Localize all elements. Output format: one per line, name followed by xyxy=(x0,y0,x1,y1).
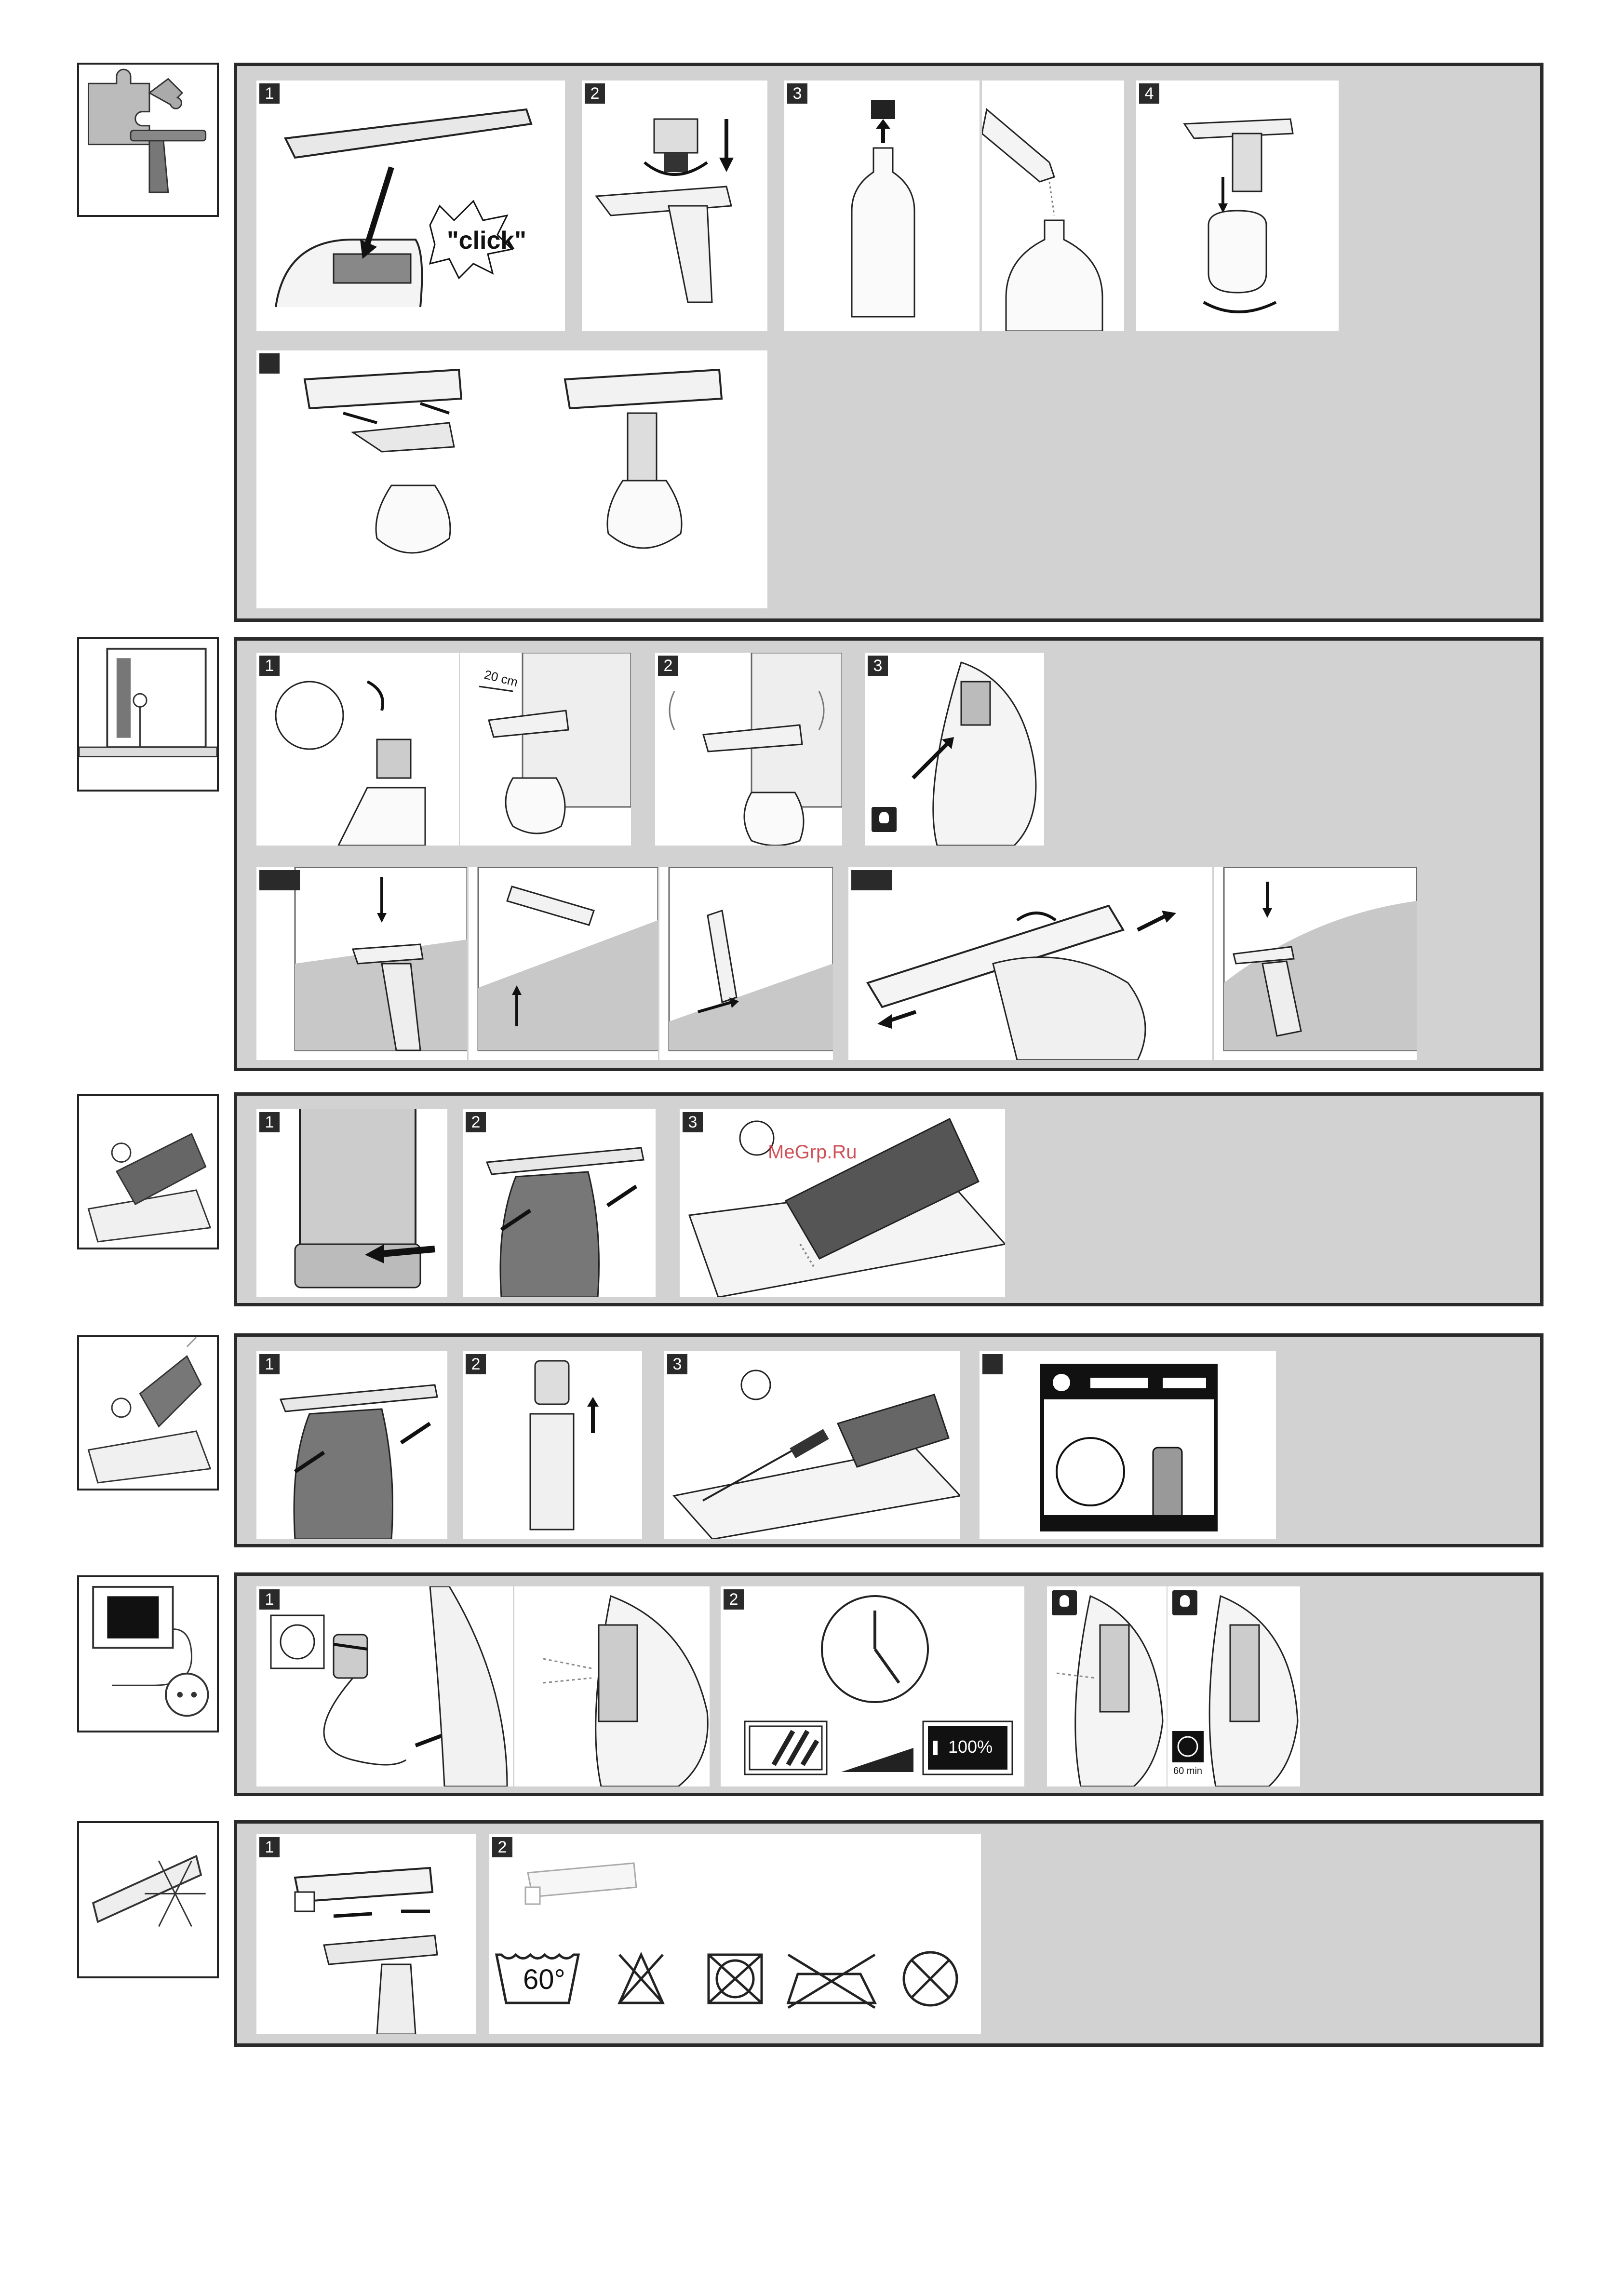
cleaning-section: 1 2 3 xyxy=(234,1333,1543,1547)
emptying-section: 1 2 3 xyxy=(234,1092,1543,1306)
panel-set-spray: 1 xyxy=(256,653,459,846)
step-label xyxy=(259,870,300,890)
step-number: 1 xyxy=(259,1112,280,1132)
step-label xyxy=(259,353,280,374)
step-number: 1 xyxy=(259,1354,280,1374)
step-number: 2 xyxy=(585,83,605,104)
panel-led-on xyxy=(1047,1586,1167,1786)
panel-wash-symbols: 2 60° xyxy=(489,1834,981,2034)
panel-charge-time: 2 100% xyxy=(721,1586,1024,1786)
panel-attach-squeegee: 1 "click" xyxy=(256,81,565,331)
battery-full-label: 100% xyxy=(948,1737,993,1757)
panel-pour-detergent xyxy=(982,81,1124,331)
panel-wipe-up xyxy=(469,867,658,1060)
panel-lift-tank: 2 xyxy=(463,1351,642,1539)
panel-detergent-bottle: 3 xyxy=(784,81,980,331)
panel-wipe-side xyxy=(659,867,833,1060)
step-number: 1 xyxy=(259,656,280,676)
panel-remove-tank: 2 xyxy=(463,1109,656,1297)
led-bulb-icon xyxy=(872,807,897,832)
panel-attach-wiper xyxy=(256,350,767,608)
panel-empty-tank: 3 xyxy=(680,1109,1005,1297)
panel-spray-motion: 2 xyxy=(655,653,842,846)
led-off-icon xyxy=(1172,1590,1197,1615)
led-on-icon xyxy=(1052,1590,1077,1615)
panel-wipe-down xyxy=(256,867,467,1060)
step-number: 2 xyxy=(658,656,678,676)
panel-brush-clean: 3 xyxy=(664,1351,960,1539)
panel-fill-tank: 4 xyxy=(1136,81,1339,331)
step-label xyxy=(982,1354,1003,1374)
step-number: 3 xyxy=(667,1354,687,1374)
panel-wipe-bottom xyxy=(1214,867,1417,1060)
panel-power-on: 3 xyxy=(865,653,1044,846)
assembly-section: 1 "click" 2 3 xyxy=(234,63,1543,622)
operation-section: 1 20 cm 2 3 xyxy=(234,637,1543,1071)
charging-icon xyxy=(77,1575,219,1732)
emptying-icon xyxy=(77,1094,219,1249)
wiper-pad-icon xyxy=(77,1821,219,1978)
panel-adjust-head xyxy=(848,867,1212,1060)
panel-charging-light xyxy=(514,1586,710,1786)
cleaning-icon xyxy=(77,1335,219,1490)
step-number: 1 xyxy=(259,1589,280,1610)
step-number: 3 xyxy=(868,656,888,676)
watermark-text: MeGrp.Ru xyxy=(768,1141,857,1163)
step-number: 1 xyxy=(259,83,280,104)
step-number: 1 xyxy=(259,1837,280,1857)
wash-temperature-label: 60° xyxy=(523,1963,565,1996)
step-number: 2 xyxy=(724,1589,744,1610)
panel-led-off: 60 min xyxy=(1168,1586,1300,1786)
window-cleaning-icon xyxy=(77,637,219,792)
assembly-icon xyxy=(77,63,219,217)
panel-spray-head: 2 xyxy=(582,81,767,331)
step-number: 2 xyxy=(492,1837,512,1857)
step-number: 4 xyxy=(1139,83,1159,104)
step-number: 3 xyxy=(683,1112,703,1132)
panel-plug-charger: 1 xyxy=(256,1586,513,1786)
charging-section: 1 2 100% xyxy=(234,1572,1543,1796)
panel-release-tank: 1 xyxy=(256,1109,447,1297)
charge-time-label: 60 min xyxy=(1173,1766,1202,1777)
step-number: 2 xyxy=(466,1354,486,1374)
pad-care-section: 1 2 60° xyxy=(234,1820,1543,2047)
step-number: 3 xyxy=(787,83,807,104)
panel-spray-window: 20 cm xyxy=(460,653,631,846)
step-label xyxy=(851,870,892,890)
panel-remove-pad: 1 xyxy=(256,1834,476,2034)
step-number: 2 xyxy=(466,1112,486,1132)
panel-dishwasher xyxy=(980,1351,1276,1539)
click-callout: "click" xyxy=(447,226,526,255)
panel-remove-tank-2: 1 xyxy=(256,1351,447,1539)
